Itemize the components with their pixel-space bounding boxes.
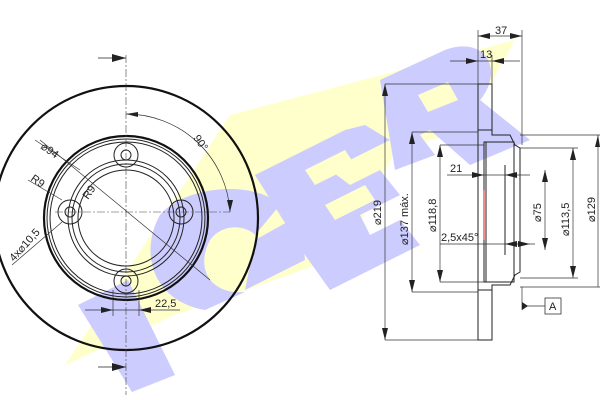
chamfer-label: 2,5x45° [441,232,478,244]
watermark-letter-e-gap1 [305,150,355,185]
hat-profile [491,130,521,290]
radius-outer-label: R9 [28,173,46,191]
friction-ring-bottom [477,289,493,341]
holes-label: 4x⌀10,5 [7,227,42,264]
watermark [65,40,530,392]
datum-arrow [522,302,528,310]
watermark-letter-e-gap2 [325,185,375,220]
datum-label: A [549,301,557,313]
max-diameter-label: ⌀137 máx. [399,193,411,245]
section-arrow-bottom [112,363,126,371]
total-width-label: 37 [495,25,507,37]
thickness-label: 13 [480,49,492,61]
datum-box [544,297,562,315]
watermark-letter-r-gap [418,82,458,112]
hub-label: ⌀113,5 [560,203,572,236]
bore-label: ⌀75 [532,203,544,222]
diameter-118-label: ⌀118,8 [427,199,439,232]
outer-diameter-label: ⌀219 [372,200,384,225]
friction-ring-top [477,83,493,131]
depth-label: 21 [450,163,462,175]
section-view: 37 13 ⌀219 ⌀137 máx. ⌀118,8 21 [372,25,600,341]
watermark-letter-c [150,188,280,310]
watermark-letter-r [380,46,530,170]
angle-arc [125,113,231,213]
offset-label: 22,5 [155,298,176,310]
flange-label: ⌀129 [586,197,598,222]
diagonal-leader [39,139,211,281]
section-arrow-top [112,54,126,62]
watermark-letter-c-lower [245,215,305,290]
pcd-label: ⌀94 [38,141,60,162]
